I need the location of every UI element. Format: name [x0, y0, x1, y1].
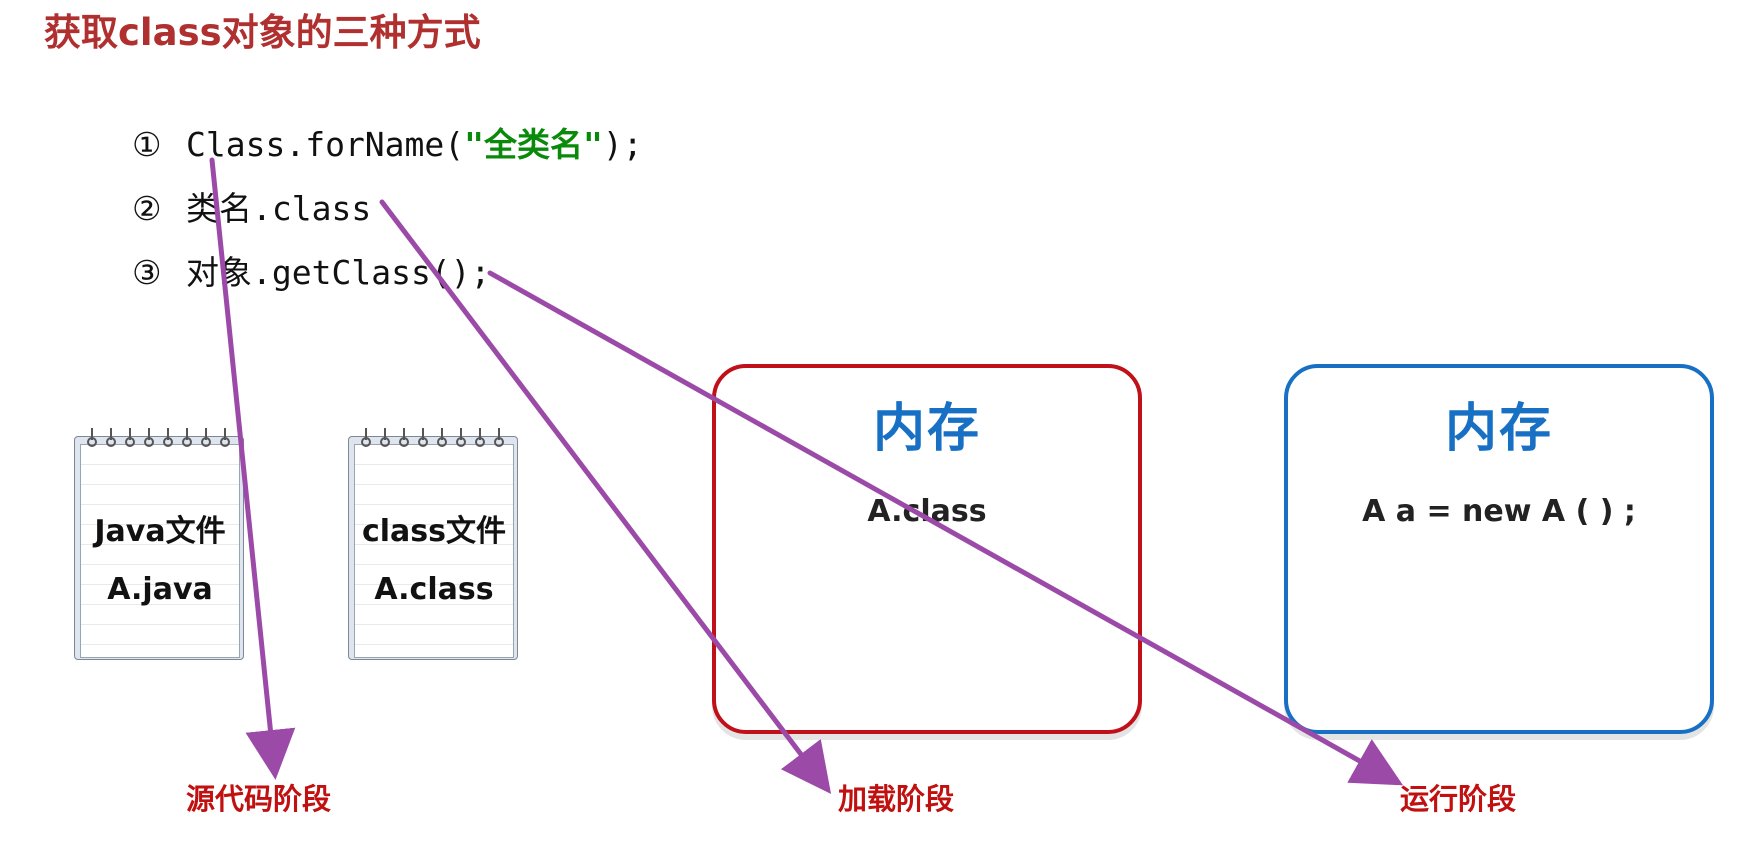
page-title: 获取class对象的三种方式 [44, 11, 481, 54]
notebook-paper [80, 444, 240, 658]
stage-load-label: 加载阶段 [838, 782, 955, 816]
memory-box-load-content: A.class [867, 494, 987, 529]
notebook-icon [361, 428, 504, 447]
method-1-number: ① [132, 125, 162, 164]
java-file-notebook: Java文件 A.java [74, 428, 246, 662]
method-1-code-string: "全类名" [464, 125, 603, 164]
class-file-name: A.class [374, 572, 494, 607]
arrow-icon [209, 157, 296, 780]
memory-box-load: 内存 A.class [712, 364, 1142, 734]
notebook-paper [354, 444, 514, 658]
memory-box-runtime-title: 内存 [1444, 399, 1553, 459]
class-file-label: class文件 [361, 514, 507, 549]
method-3-number: ③ [132, 253, 162, 292]
stage-runtime-label: 运行阶段 [1400, 782, 1517, 816]
method-1-code-prefix: Class.forName( [186, 125, 465, 164]
class-file-notebook: class文件 A.class [348, 428, 520, 662]
method-2-number: ② [132, 189, 162, 228]
method-3-code: 对象.getClass(); [186, 253, 491, 292]
notebook-icon [87, 428, 230, 447]
method-1: ① Class.forName("全类名"); [132, 118, 643, 166]
method-3: ③ 对象.getClass(); [132, 246, 490, 294]
memory-box-load-title: 内存 [872, 399, 981, 459]
memory-box-runtime-content: A a = new A ( ) ; [1362, 494, 1636, 529]
memory-box-runtime: 内存 A a = new A ( ) ; [1284, 364, 1714, 734]
arrow-icon [487, 270, 1404, 786]
java-file-name: A.java [107, 572, 213, 607]
stage-source-label: 源代码阶段 [186, 782, 332, 816]
arrow-icon [379, 199, 832, 794]
method-1-code-suffix: ); [602, 125, 643, 164]
java-file-label: Java文件 [94, 514, 226, 549]
